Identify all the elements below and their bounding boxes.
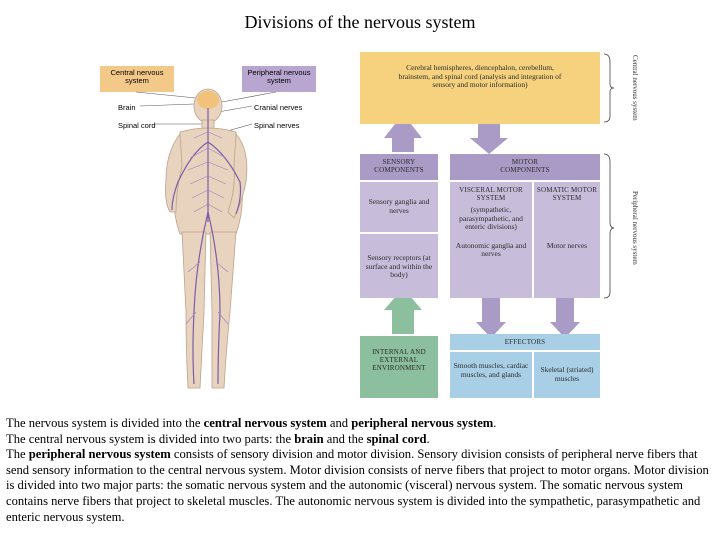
- autonomic-ganglia-text: Autonomic ganglia and nerves: [455, 240, 527, 258]
- anatomy-figure: Central nervous system Peripheral nervou…: [96, 62, 316, 402]
- somatic-motor-cell: SOMATIC MOTOR SYSTEM Motor nerves: [534, 182, 600, 298]
- cns-label-box: Central nervous system: [100, 66, 174, 92]
- sensory-receptors-cell: Sensory receptors (at surface and within…: [360, 234, 438, 298]
- somatic-header: SOMATIC MOTOR SYSTEM: [536, 186, 598, 202]
- line-3: The peripheral nervous system consists o…: [6, 447, 709, 524]
- side-label-cns: Central nervous system: [631, 55, 639, 121]
- diagram-arrows: [384, 53, 615, 338]
- visceral-motor-cell: VISCERAL MOTOR SYSTEM (sympathetic, para…: [450, 182, 532, 298]
- term-spinal-cord: spinal cord: [366, 431, 427, 446]
- sensory-ganglia-cell: Sensory ganglia and nerves: [360, 182, 438, 232]
- spinal-cord-label: Spinal cord: [118, 121, 156, 130]
- term-pns-2: peripheral nervous system: [28, 447, 171, 462]
- cns-block: Cerebral hemispheres, diencephalon, cere…: [360, 52, 600, 124]
- term-pns: peripheral nervous system: [351, 416, 494, 430]
- term-cns: central nervous system: [203, 416, 327, 430]
- divisions-diagram: Cerebral hemispheres, diencephalon, cere…: [358, 52, 640, 398]
- environment-block: INTERNAL AND EXTERNAL ENVIRONMENT: [360, 336, 438, 398]
- slide-title: Divisions of the nervous system: [244, 12, 476, 32]
- line-1: The nervous system is divided into the c…: [6, 416, 497, 430]
- spinal-nerves-label: Spinal nerves: [254, 121, 300, 130]
- motor-nerves-text: Motor nerves: [546, 241, 588, 250]
- term-brain: brain: [294, 431, 324, 446]
- pns-label-box: Peripheral nervous system: [242, 66, 316, 92]
- visceral-header: VISCERAL MOTOR SYSTEM: [459, 186, 523, 202]
- skeletal-muscles-cell: Skeletal (striated) muscles: [534, 352, 600, 398]
- visceral-subtext: (sympathetic, parasympathetic, and enter…: [459, 205, 523, 231]
- sensory-header: SENSORY COMPONENTS: [360, 154, 438, 180]
- body-text: The nervous system is divided into the c…: [6, 416, 716, 525]
- effectors-header: EFFECTORS: [450, 334, 600, 350]
- cranial-nerves-label: Cranial nerves: [254, 103, 303, 112]
- brain-label: Brain: [118, 103, 136, 112]
- line-2: The central nervous system is divided in…: [6, 431, 430, 446]
- smooth-muscles-cell: Smooth muscles, cardiac muscles, and gla…: [450, 352, 532, 398]
- motor-header: MOTOR COMPONENTS: [450, 154, 600, 180]
- side-label-pns: Peripheral nervous system: [631, 191, 639, 265]
- human-figure-illustration: [135, 88, 277, 389]
